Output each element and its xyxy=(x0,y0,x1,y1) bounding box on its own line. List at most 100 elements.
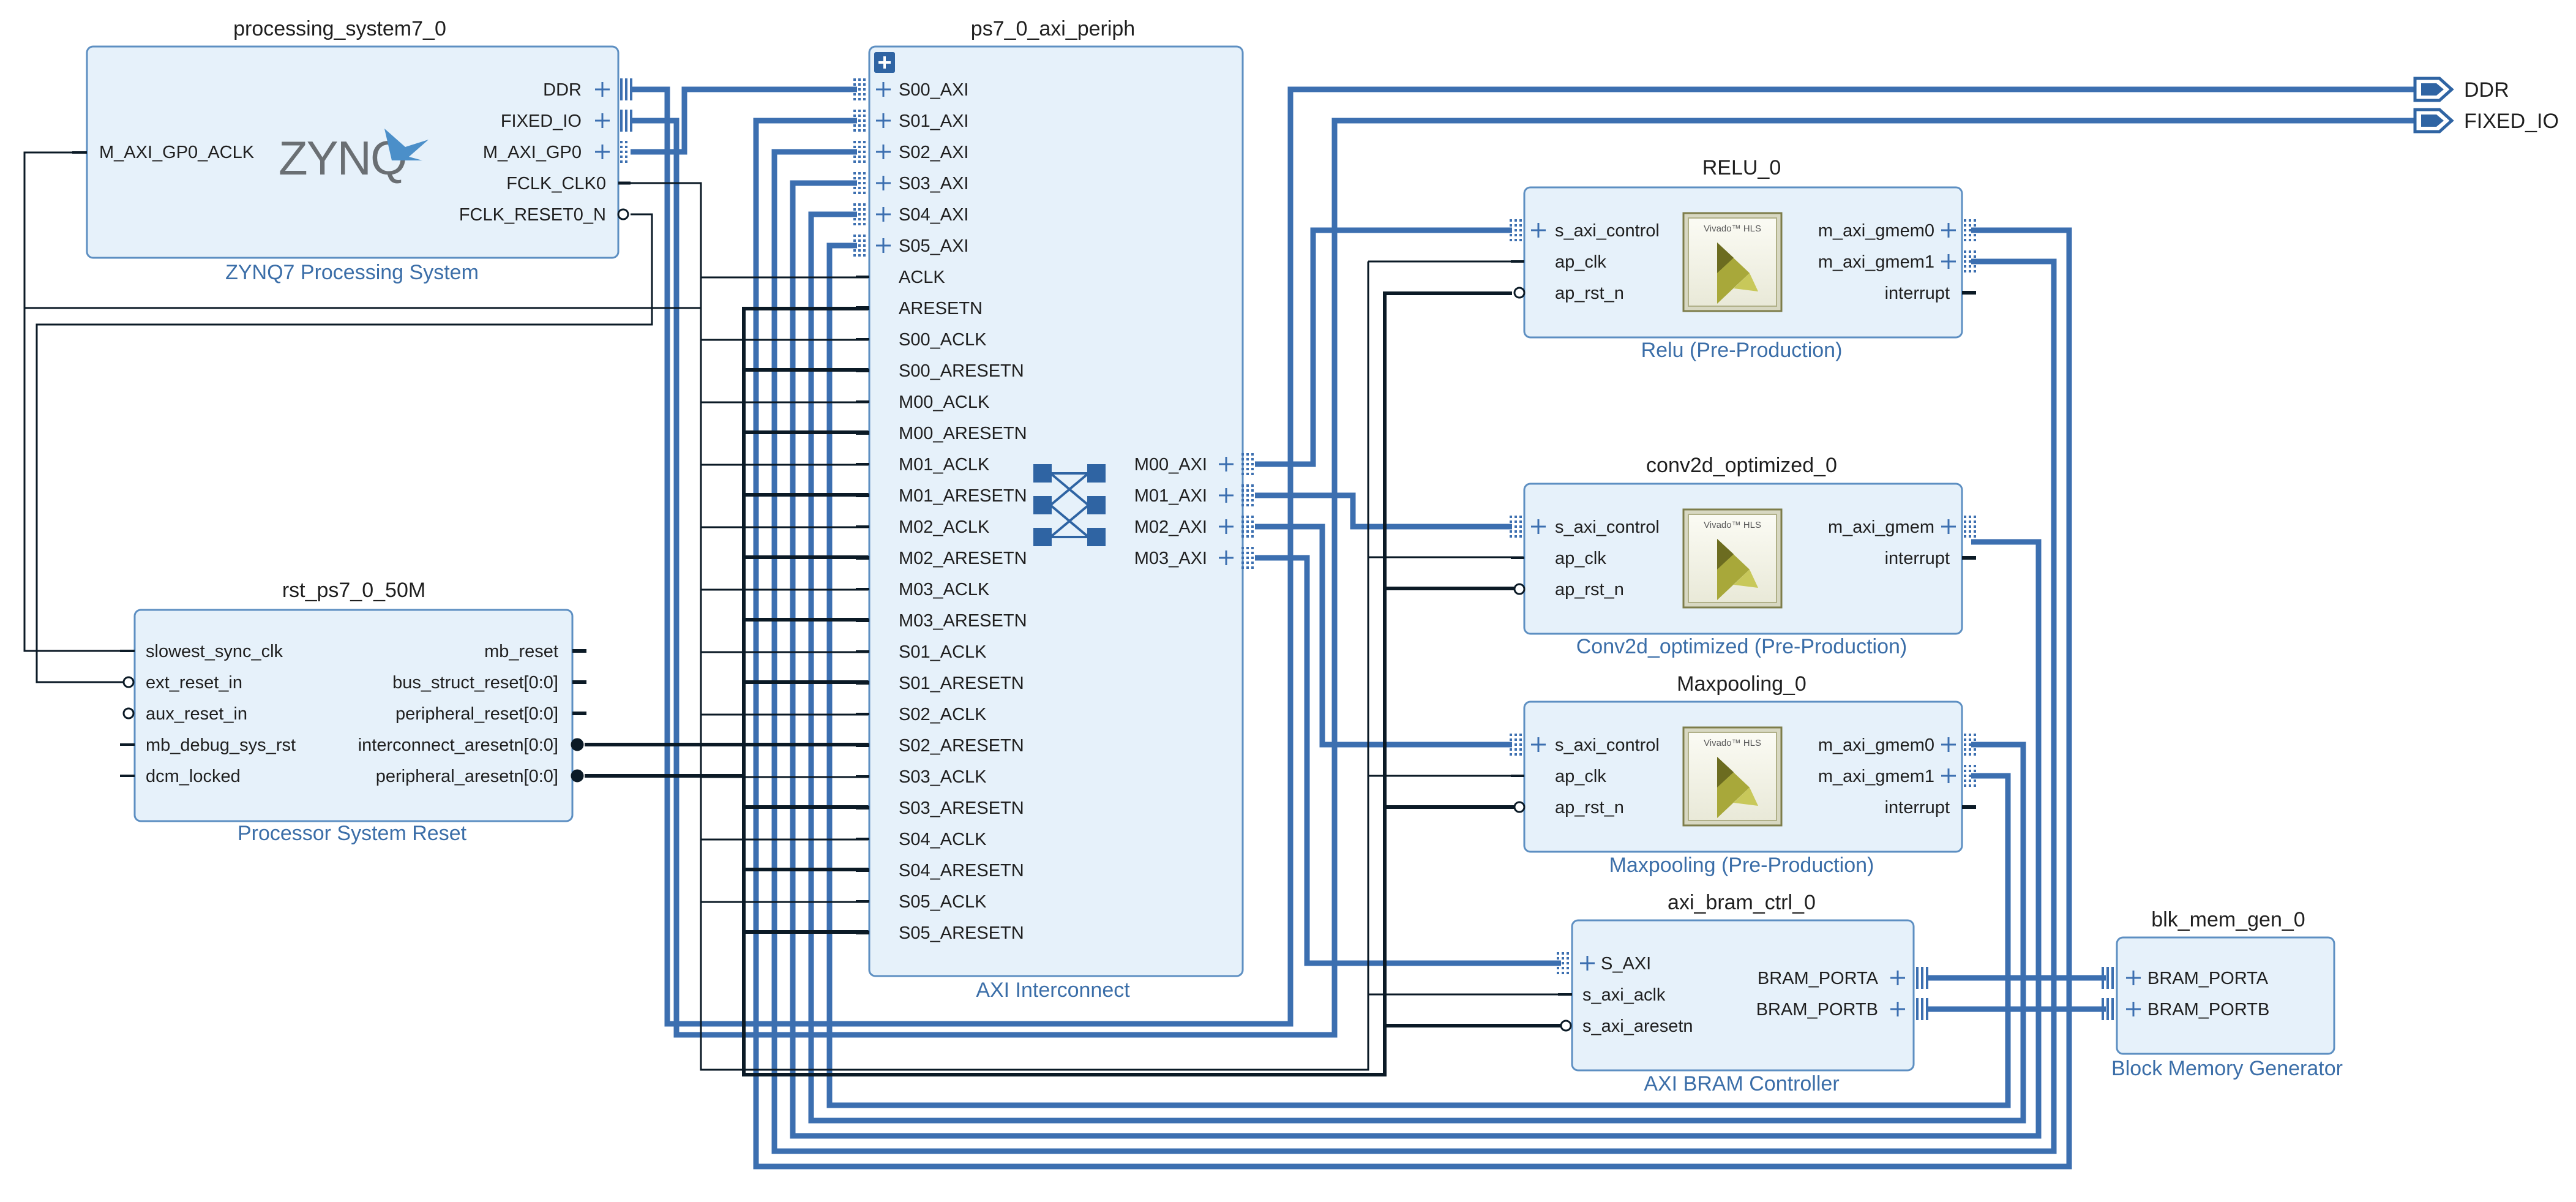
blk-mem-port-label: BRAM_PORTB xyxy=(2147,1000,2269,1020)
interconnect-port-label: S01_AXI xyxy=(899,111,968,131)
axi-interconnect-block[interactable]: ps7_0_axi_periph S00_AXIS01_AXIS02_AXIS0… xyxy=(853,17,1254,1002)
plus-icon[interactable] xyxy=(1219,457,1234,471)
zynq-port-ddr: DDR xyxy=(543,80,582,100)
net-max-gmem0[interactable] xyxy=(808,211,2026,1124)
net-max-gmem1[interactable] xyxy=(826,242,2011,1108)
net-ddr[interactable] xyxy=(631,86,2415,1027)
interconnect-port-label: S00_ACLK xyxy=(899,330,987,350)
net-m-axi-gp0[interactable] xyxy=(631,86,857,155)
max-port-label: ap_rst_n xyxy=(1555,798,1624,817)
rst-port-label: slowest_sync_clk xyxy=(146,642,283,661)
net-relu-gmem1[interactable] xyxy=(771,149,2057,1154)
interconnect-port-label: ARESETN xyxy=(899,299,983,318)
plus-icon[interactable] xyxy=(1890,971,1905,985)
zynq-port-fixed-io: FIXED_IO xyxy=(501,111,582,131)
external-port-ddr[interactable]: DDR xyxy=(2413,77,2509,102)
axi-bus-nets[interactable] xyxy=(631,86,2415,1170)
plus-icon[interactable] xyxy=(876,176,891,190)
plus-icon[interactable] xyxy=(1219,519,1234,534)
rst-port-label: peripheral_reset[0:0] xyxy=(395,704,558,724)
plus-icon[interactable] xyxy=(1580,956,1595,971)
bram-ctrl-port-label: BRAM_PORTB xyxy=(1756,1000,1878,1020)
net-relu-gmem0[interactable] xyxy=(753,118,2072,1170)
plus-icon[interactable] xyxy=(1531,223,1546,238)
plus-icon[interactable] xyxy=(1941,254,1956,269)
clock-net[interactable] xyxy=(23,151,1573,1071)
external-port-fixed-io[interactable]: FIXED_IO xyxy=(2413,108,2559,133)
rst-block-body[interactable] xyxy=(133,609,574,822)
interconnect-port-label: S02_AXI xyxy=(899,143,968,162)
bus-connector-icon xyxy=(853,235,866,257)
net-conv-gmem[interactable] xyxy=(790,180,2042,1139)
interconnect-port-label: S01_ARESETN xyxy=(899,674,1024,693)
plus-icon[interactable] xyxy=(2126,1002,2141,1016)
max-port-label: s_axi_control xyxy=(1555,735,1660,755)
maxpooling-hls-block[interactable]: Maxpooling_0 s_axi_controlap_clkap_rst_n… xyxy=(1510,672,1976,877)
active-low-icon xyxy=(1513,583,1526,595)
reset-net-fclk[interactable] xyxy=(36,213,653,683)
processor-system-reset-block[interactable]: rst_ps7_0_50M slowest_sync_clkext_reset_… xyxy=(120,579,586,845)
interconnect-port-label: M03_AXI xyxy=(1134,549,1207,568)
net-fixed-io[interactable] xyxy=(631,118,2415,1038)
interconnect-port-label: S03_ACLK xyxy=(899,767,987,787)
zynq-plus-icons[interactable] xyxy=(595,82,610,159)
bus-connector-icon xyxy=(1557,952,1569,974)
plus-icon[interactable] xyxy=(876,145,891,159)
interconnect-port-label: M01_ACLK xyxy=(899,455,990,475)
interconnect-port-label: M03_ACLK xyxy=(899,580,990,599)
zynq-processing-system-block[interactable]: processing_system7_0 ZYNQ M_AXI_GP0_ACLK… xyxy=(72,17,632,284)
plus-icon[interactable] xyxy=(1941,768,1956,783)
peripheral-aresetn-net[interactable] xyxy=(585,291,1561,1076)
bus-connector-icon xyxy=(1510,734,1522,756)
bus-pin-icon[interactable] xyxy=(571,738,584,751)
bram-ctrl-block-name: axi_bram_ctrl_0 xyxy=(1668,891,1816,914)
plus-icon[interactable] xyxy=(1531,737,1546,752)
bus-connector-icon xyxy=(1241,484,1254,506)
axi-bram-controller-block[interactable]: axi_bram_ctrl_0 S_AXIs_axi_aclks_axi_are… xyxy=(1557,891,1928,1095)
net-m02-axi[interactable] xyxy=(1255,524,1512,748)
plus-icon[interactable] xyxy=(1219,550,1234,565)
blk-mem-block-body[interactable] xyxy=(2116,936,2335,1055)
plus-icon[interactable] xyxy=(1941,519,1956,534)
conv2d-hls-block[interactable]: conv2d_optimized_0 s_axi_controlap_clkap… xyxy=(1510,454,1976,658)
zynq-bus-connectors xyxy=(620,78,632,163)
maxpool-block-name: Maxpooling_0 xyxy=(1677,672,1807,696)
bus-pin-icon[interactable] xyxy=(571,769,584,783)
relu-block-name: RELU_0 xyxy=(1702,156,1781,179)
vivado-hls-logo-icon: Vivado™ HLS xyxy=(1682,212,1783,312)
plus-icon[interactable] xyxy=(876,113,891,128)
interconnect-port-label: S04_AXI xyxy=(899,205,968,225)
bus-connector-icon xyxy=(1964,765,1976,787)
plus-icon[interactable] xyxy=(876,207,891,222)
zynq-logo: ZYNQ xyxy=(279,131,406,185)
plus-icon[interactable] xyxy=(1890,1002,1905,1016)
net-m01-axi[interactable] xyxy=(1255,492,1512,530)
net-m03-axi[interactable] xyxy=(1255,555,1561,966)
active-low-icon xyxy=(122,707,135,719)
bram-ctrl-port-label: S_AXI xyxy=(1601,954,1651,974)
plus-icon[interactable] xyxy=(876,238,891,253)
plus-icon[interactable] xyxy=(1941,223,1956,238)
rst-port-label: peripheral_aresetn[0:0] xyxy=(376,767,558,786)
blk-mem-block-subtitle: Block Memory Generator xyxy=(2111,1057,2343,1080)
conv-block-name: conv2d_optimized_0 xyxy=(1646,454,1837,477)
rst-right-ports: mb_resetbus_struct_reset[0:0]peripheral_… xyxy=(358,642,586,786)
relu-port-label: m_axi_gmem1 xyxy=(1818,252,1934,272)
plus-icon[interactable] xyxy=(1941,737,1956,752)
plus-icon[interactable] xyxy=(1531,519,1546,534)
plus-icon[interactable] xyxy=(2126,971,2141,985)
net-m00-axi[interactable] xyxy=(1255,227,1512,467)
plus-icon[interactable] xyxy=(1219,488,1234,503)
conv-port-label: s_axi_control xyxy=(1555,517,1660,537)
plus-icon[interactable] xyxy=(876,82,891,97)
